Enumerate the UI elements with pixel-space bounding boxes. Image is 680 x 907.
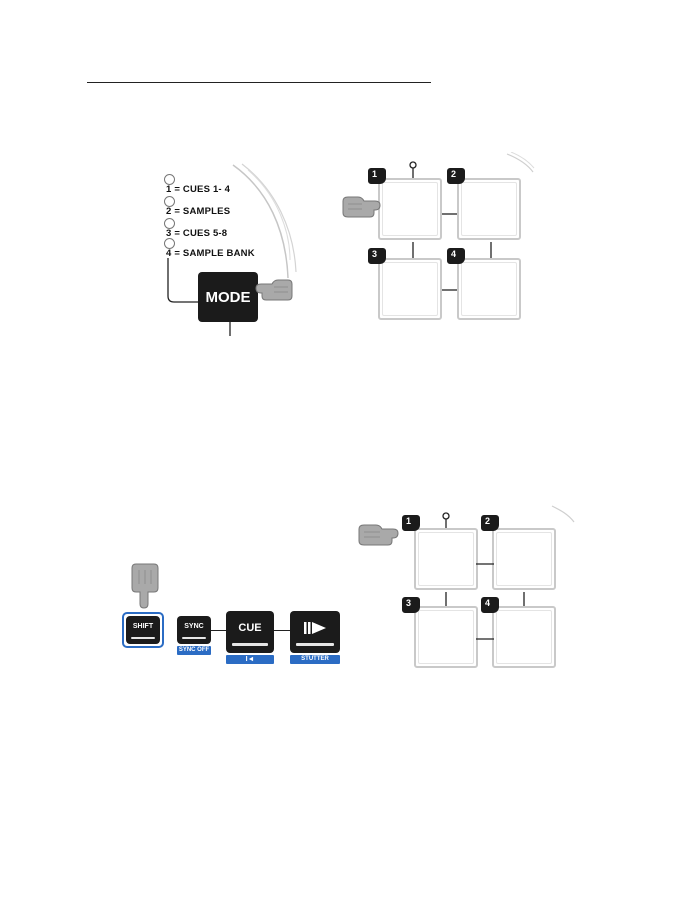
pointing-hand-icon: [340, 196, 382, 218]
sync-bar: [182, 637, 206, 639]
cue-bar: [232, 643, 268, 646]
mode-label-1: 1 = CUES 1- 4: [166, 184, 230, 195]
cue-button[interactable]: CUE: [226, 611, 274, 653]
pad-connector-lines: [400, 508, 570, 678]
play-bar: [296, 643, 334, 646]
mode-label-2: 2 = SAMPLES: [166, 206, 230, 217]
sync-off-sublabel: SYNC OFF: [177, 646, 211, 655]
shift-button[interactable]: SHIFT: [126, 616, 160, 644]
transport-connector: [211, 630, 226, 631]
play-pause-icon: [304, 621, 328, 635]
pointing-hand-icon: [356, 524, 400, 546]
pad-connector-lines: [365, 158, 535, 328]
shift-bar: [131, 637, 155, 639]
cue-sublabel: I◄: [226, 655, 274, 664]
stutter-sublabel: STUTTER: [290, 655, 340, 664]
pointing-hand-down-icon: [130, 562, 160, 610]
sync-button[interactable]: SYNC: [177, 616, 211, 644]
mode-label-3: 3 = CUES 5-8: [166, 228, 227, 239]
shift-label: SHIFT: [133, 623, 153, 630]
play-pause-button[interactable]: [290, 611, 340, 653]
cue-label: CUE: [238, 622, 261, 634]
pointing-hand-icon: [254, 278, 294, 302]
section-divider-line: [87, 82, 431, 83]
transport-connector: [274, 630, 290, 631]
mode-button[interactable]: MODE: [198, 272, 258, 322]
sync-label: SYNC: [184, 623, 203, 630]
